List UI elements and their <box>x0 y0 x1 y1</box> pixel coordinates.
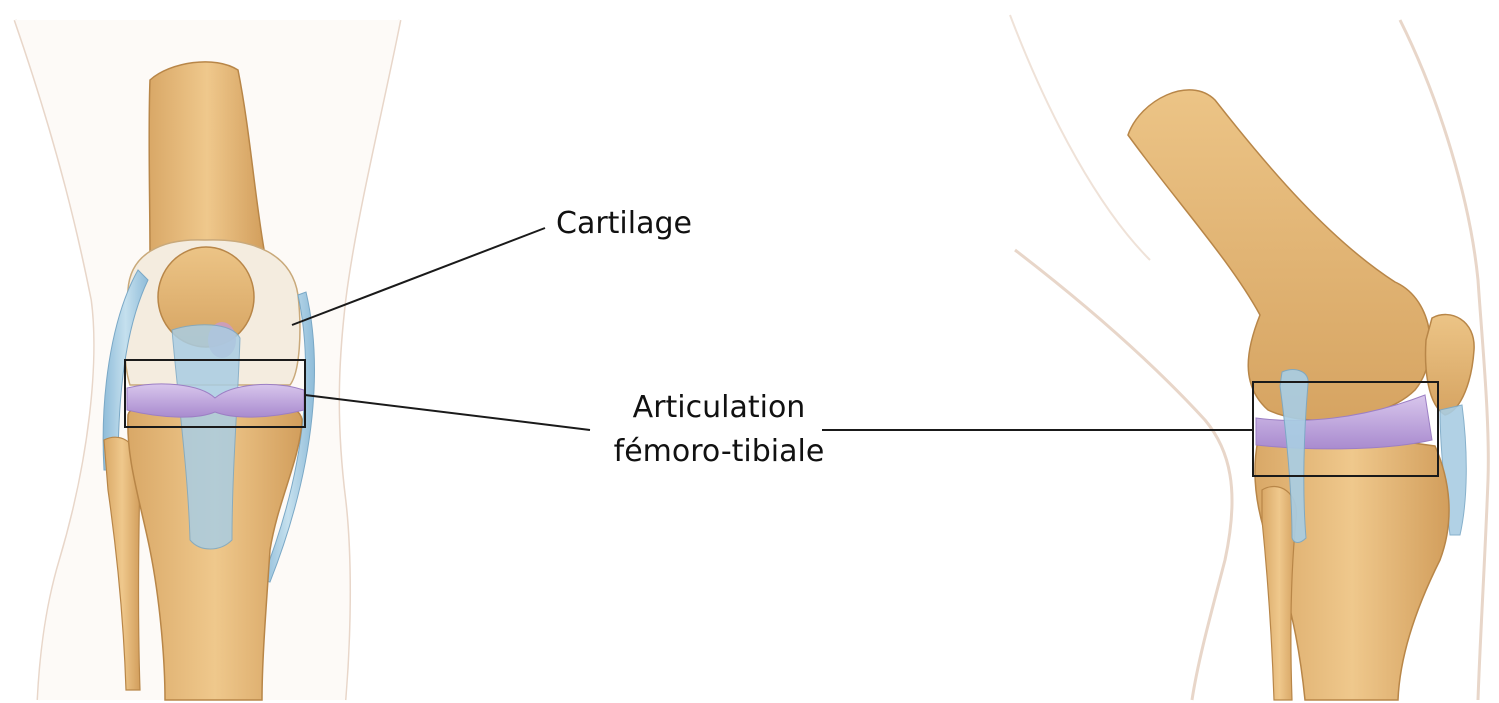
knee-lateral-view <box>1010 15 1488 700</box>
label-articulation-line1: Articulation <box>604 386 834 430</box>
label-articulation-line2: fémoro-tibiale <box>604 430 834 474</box>
patella-lateral <box>1426 315 1475 415</box>
knee-anterior-view <box>15 20 400 700</box>
femur-lateral <box>1128 90 1430 421</box>
label-cartilage: Cartilage <box>556 202 692 246</box>
label-articulation-femoro-tibiale: Articulation fémoro-tibiale <box>604 386 834 474</box>
skin-outline-back <box>1015 250 1232 700</box>
leader-line-articulation-left <box>305 395 590 430</box>
